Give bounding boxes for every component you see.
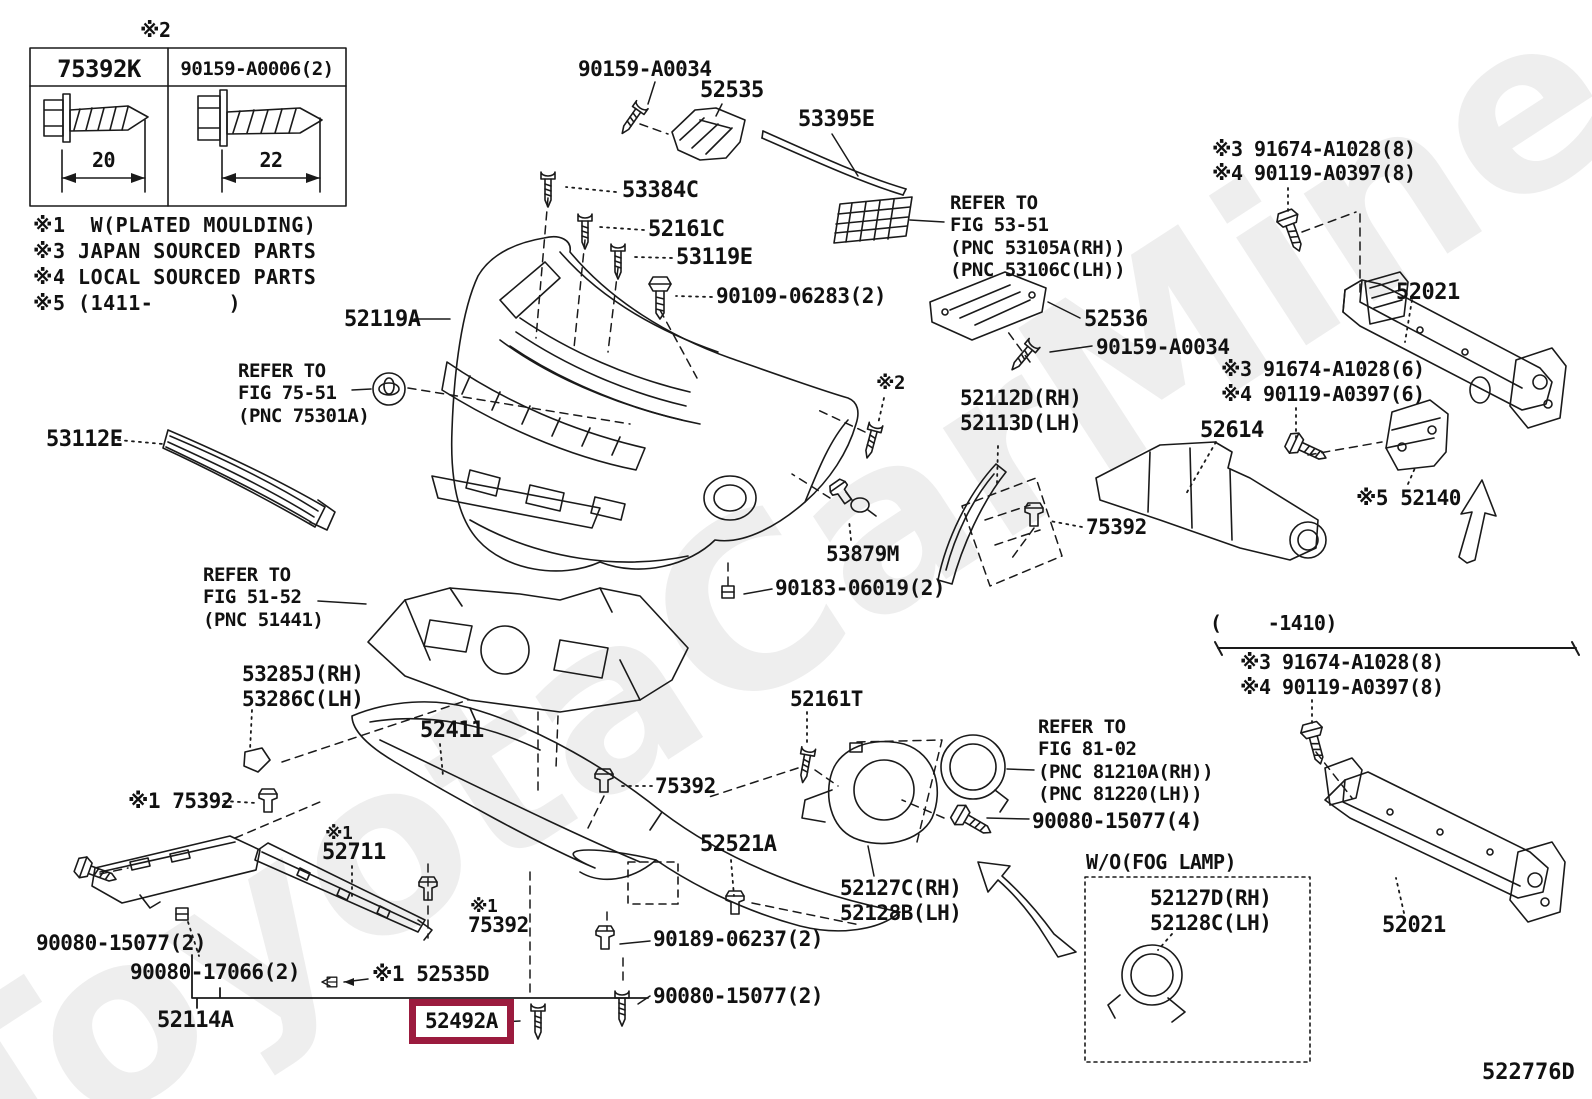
part-90080-15077-2-left[interactable]: 90080-15077(2) (36, 931, 207, 955)
part-75392-bottom[interactable]: 75392 (468, 913, 529, 937)
part-52127d[interactable]: 52127D(RH) 52128C(LH) (1150, 886, 1272, 935)
part-52535d[interactable]: ※1 52535D (372, 962, 490, 986)
part-90080-15077-4[interactable]: 90080-15077(4) (1032, 809, 1203, 833)
part-90109-06283[interactable]: 90109-06283(2) (716, 284, 887, 308)
ref-fig-51-52: REFER TO FIG 51-52 (PNC 51441) (203, 564, 324, 631)
part-52492a[interactable]: 52492A (409, 999, 514, 1044)
dimension-20: 20 (91, 148, 116, 172)
part-52140[interactable]: ※5 52140 (1356, 486, 1461, 510)
part-90159-a0034-mid[interactable]: 90159-A0034 (1096, 335, 1230, 359)
ref-fig-81-02: REFER TO FIG 81-02 (PNC 81210A(RH)) (PNC… (1038, 716, 1214, 806)
part-53119e[interactable]: 53119E (676, 245, 753, 270)
table-header-75392k: 75392K (57, 55, 141, 83)
note-91674-a1028-8-bot[interactable]: ※3 91674-A1028(8) (1240, 650, 1444, 674)
note-90119-a0397-8-bot[interactable]: ※4 90119-A0397(8) (1240, 675, 1444, 699)
ref-fig-53-51: REFER TO FIG 53-51 (PNC 53105A(RH)) (PNC… (950, 192, 1126, 282)
part-53384c[interactable]: 53384C (622, 178, 699, 203)
part-75392-right[interactable]: 75392 (1086, 515, 1147, 539)
part-90189-06237[interactable]: 90189-06237(2) (653, 927, 824, 951)
part-52119a[interactable]: 52119A (344, 307, 421, 332)
legend-notes: ※1 W(PLATED MOULDING)※3 JAPAN SOURCED PA… (33, 212, 316, 316)
dimension-22: 22 (259, 148, 283, 172)
legend-line-1: ※1 W(PLATED MOULDING) (33, 213, 317, 237)
part-52127c[interactable]: 52127C(RH) 52128B(LH) (840, 876, 962, 925)
part-53879m[interactable]: 53879M (826, 542, 899, 566)
note-wo-fog-lamp: W/O(FOG LAMP) (1086, 850, 1237, 874)
legend-line-2: ※3 JAPAN SOURCED PARTS (33, 239, 317, 263)
note-dash-1410: ( -1410) (1210, 611, 1337, 635)
part-52114a[interactable]: 52114A (157, 1008, 234, 1033)
part-52021-top[interactable]: 52021 (1396, 280, 1460, 305)
diagram-code: 522776D (1482, 1060, 1575, 1085)
part-53395e[interactable]: 53395E (798, 107, 875, 132)
part-52021-bottom[interactable]: 52021 (1382, 913, 1446, 938)
legend-line-4: ※5 (1411- ) (33, 291, 242, 315)
part-75392-left[interactable]: ※1 75392 (128, 789, 233, 813)
note-90119-a0397-8-top[interactable]: ※4 90119-A0397(8) (1212, 161, 1416, 185)
part-90080-15077-2-bot[interactable]: 90080-15077(2) (653, 984, 824, 1008)
part-52521a[interactable]: 52521A (700, 832, 777, 857)
part-90080-17066[interactable]: 90080-17066(2) (130, 960, 301, 984)
part-52535[interactable]: 52535 (700, 78, 764, 103)
part-90159-a0034-top[interactable]: 90159-A0034 (578, 57, 712, 81)
table-note: ※2 (140, 18, 171, 42)
part-52411[interactable]: 52411 (420, 718, 484, 743)
part-75392-center[interactable]: 75392 (655, 774, 716, 798)
part-53285j[interactable]: 53285J(RH) 53286C(LH) (242, 662, 364, 711)
note-2-center: ※2 (876, 372, 905, 394)
part-90183-06019[interactable]: 90183-06019(2) (775, 576, 946, 600)
part-52112d[interactable]: 52112D(RH) 52113D(LH) (960, 386, 1082, 435)
part-52614[interactable]: 52614 (1200, 418, 1264, 443)
part-52161c[interactable]: 52161C (648, 217, 725, 242)
table-header-90159-a0006: 90159-A0006(2) (180, 58, 334, 80)
part-52161t[interactable]: 52161T (790, 687, 863, 711)
part-53112e[interactable]: 53112E (46, 427, 123, 452)
note-90119-a0397-6[interactable]: ※4 90119-A0397(6) (1221, 382, 1425, 406)
legend-line-3: ※4 LOCAL SOURCED PARTS (33, 265, 317, 289)
note-91674-a1028-6[interactable]: ※3 91674-A1028(6) (1221, 357, 1425, 381)
note-91674-a1028-8-top[interactable]: ※3 91674-A1028(8) (1212, 137, 1416, 161)
ref-fig-75-51: REFER TO FIG 75-51 (PNC 75301A) (238, 360, 370, 427)
part-52711[interactable]: 52711 (322, 840, 386, 865)
part-52536[interactable]: 52536 (1084, 307, 1148, 332)
note-1-75392-bottom: ※1 (470, 896, 498, 917)
note-1-52711: ※1 (325, 823, 353, 844)
